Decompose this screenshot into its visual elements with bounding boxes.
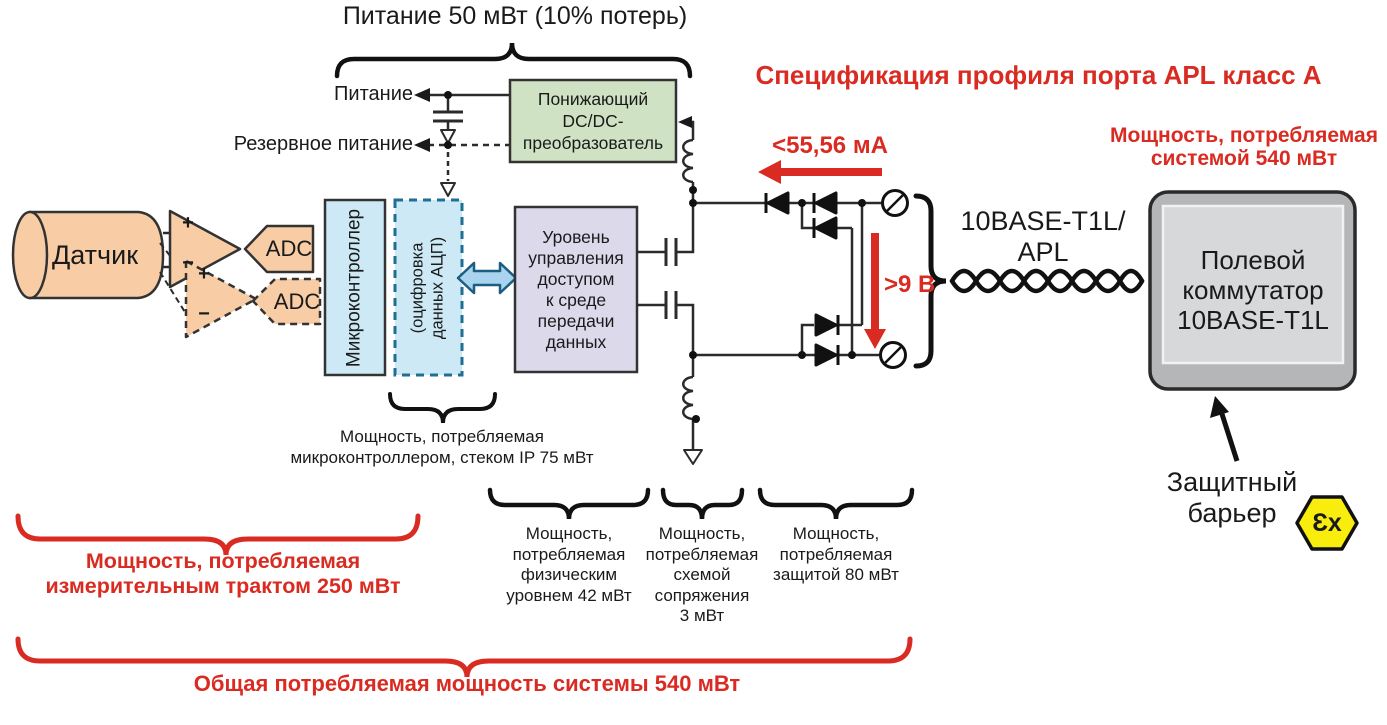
mcu-power-label: Мощность, потребляемая микроконтроллером…	[290, 427, 594, 467]
rail-wires	[682, 201, 882, 450]
coupling-power-label: Мощность, потребляемая схемой сопряжения…	[645, 524, 759, 625]
mac-label: Уровень управления доступом к среде пере…	[528, 227, 624, 352]
cable-brace	[913, 193, 947, 369]
mcu-box	[323, 198, 387, 377]
red-braces	[15, 513, 913, 678]
top-power-label: Питание 50 мВт (10% потерь)	[342, 2, 688, 30]
ex-label: Ɛx	[1312, 509, 1342, 537]
dcdc-box	[508, 78, 678, 164]
adc-digitize-label: (оцифровка данных АЦП)	[408, 236, 447, 340]
inductor-bottom-icon	[682, 375, 694, 421]
junction-dots-top	[444, 91, 452, 149]
data-bus-arrow-icon	[456, 261, 518, 295]
switch-label: Полевой коммутатор 10BASE-T1L	[1177, 245, 1329, 335]
top-power-brace	[334, 42, 693, 79]
protection-power-label: Мощность, потребляемая защитой 80 мВт	[773, 524, 899, 584]
total-power-label: Общая потребляемая мощность системы 540 …	[193, 671, 741, 696]
coupling-capacitors	[637, 203, 695, 355]
phy-power-label: Мощность, потребляемая физическим уровне…	[506, 524, 632, 605]
cable-label: 10BASE-T1L/ APL	[960, 206, 1126, 267]
adc1-label: ADC	[265, 236, 313, 261]
barrier-arrow-icon	[1210, 396, 1240, 462]
backup-power-label: Резервное питание	[233, 133, 413, 155]
black-underbraces	[388, 392, 915, 520]
amp1-minus-label: −	[182, 252, 194, 274]
adc1-box	[243, 224, 315, 274]
dcdc-input-arrowhead	[678, 116, 692, 128]
measurement-power-label: Мощность, потребляемая измерительным тра…	[45, 549, 401, 598]
system-power-label: Мощность, потребляемая системой 540 мВт	[1110, 124, 1378, 170]
inductor-top-icon	[682, 138, 694, 184]
power-label: Питание	[334, 83, 413, 105]
amp1-plus-label: +	[182, 212, 194, 234]
page-title: Спецификация профиля порта APL класс A	[755, 60, 1322, 90]
current-limit-label: <55,56 мА	[772, 132, 888, 159]
power-arrowheads	[414, 88, 430, 152]
ex-icon	[1295, 495, 1359, 551]
switch-box	[1148, 190, 1357, 391]
amp2-plus-label: +	[198, 263, 210, 285]
current-arrow-icon	[758, 160, 882, 184]
diodes	[764, 191, 840, 367]
power-wires	[428, 93, 510, 181]
ground-icon	[683, 449, 703, 465]
barrier-label: Защитный барьер	[1166, 467, 1298, 528]
junction-dots-rails	[689, 186, 866, 423]
amp2-minus-label: −	[198, 303, 210, 325]
voltage-arrow-icon	[864, 233, 886, 349]
amplifier-2-icon	[184, 259, 258, 339]
adc-digitize-box	[393, 198, 464, 377]
mcu-label: Микроконтроллер	[343, 208, 365, 368]
sensor-label: Датчик	[51, 240, 139, 270]
adc2-label: ADC	[273, 289, 321, 314]
sensor-cylinder	[11, 210, 165, 300]
twisted-pair-icon	[949, 268, 1145, 294]
adc2-box	[251, 277, 322, 326]
down-open-arrow-icons	[440, 129, 456, 197]
dcdc-label: Понижающий DC/DC- преобразователь	[522, 89, 664, 153]
terminal-icons	[879, 189, 909, 369]
voltage-label: >9 В	[884, 271, 936, 298]
mac-box	[513, 205, 639, 374]
